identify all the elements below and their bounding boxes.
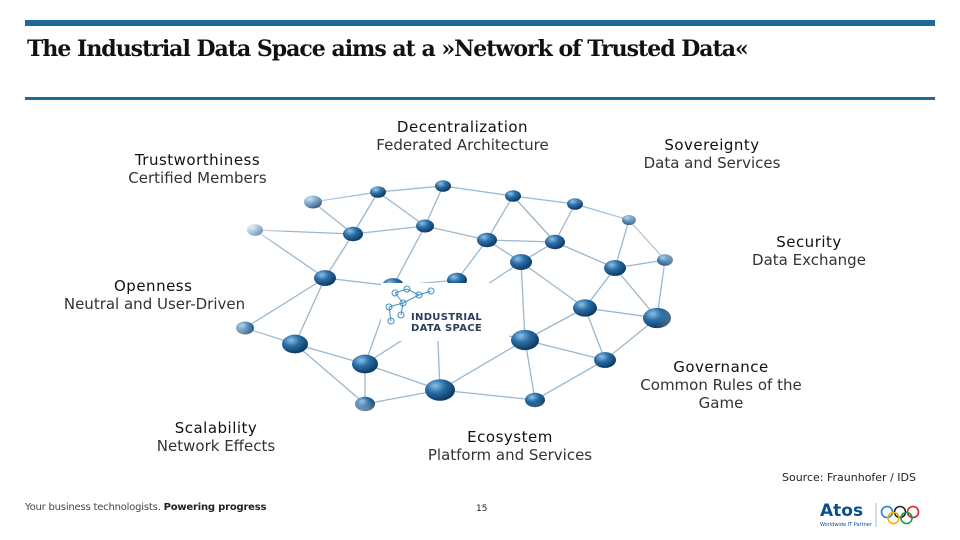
label-trustworthiness: Trustworthiness Certified Members xyxy=(105,151,290,187)
source-note: Source: Fraunhofer / IDS xyxy=(782,471,916,484)
label-sovereignty: Sovereignty Data and Services xyxy=(622,136,802,172)
label-trustworthiness-sub: Certified Members xyxy=(128,169,267,187)
tagline-bold: Powering progress xyxy=(163,502,267,513)
atos-subtitle: Worldwide IT Partner xyxy=(820,522,873,528)
logo-emblem-icon xyxy=(385,285,435,325)
logo-line-1: INDUSTRIAL xyxy=(411,312,483,323)
label-governance-head: Governance xyxy=(673,358,769,376)
logo-wordmark: INDUSTRIAL DATA SPACE xyxy=(411,312,482,334)
logo-line-2: DATA SPACE xyxy=(411,323,483,334)
label-scalability: Scalability Network Effects xyxy=(135,419,297,455)
atos-olympic-logo-icon: Atos Worldwide IT Partner xyxy=(820,501,920,528)
label-ecosystem-sub: Platform and Services xyxy=(427,446,593,464)
tagline-regular: Your business technologists. xyxy=(25,502,161,513)
label-scalability-sub: Network Effects xyxy=(156,437,276,455)
label-openness-head: Openness xyxy=(114,277,193,295)
label-security-head: Security xyxy=(776,233,842,251)
label-scalability-head: Scalability xyxy=(174,419,258,437)
atos-wordmark: Atos xyxy=(820,501,863,521)
label-governance-sub: Common Rules of the Game xyxy=(640,376,802,412)
label-security-sub: Data Exchange xyxy=(752,251,866,269)
label-openness-sub: Neutral and User-Driven xyxy=(63,295,246,313)
label-sovereignty-head: Sovereignty xyxy=(664,136,760,154)
page-number: 15 xyxy=(476,504,488,514)
label-ecosystem-head: Ecosystem xyxy=(467,428,553,446)
label-governance: Governance Common Rules of the Game xyxy=(630,358,812,412)
label-security: Security Data Exchange xyxy=(730,233,888,269)
label-ecosystem: Ecosystem Platform and Services xyxy=(410,428,610,464)
label-decentralization-sub: Federated Architecture xyxy=(376,136,549,154)
label-openness: Openness Neutral and User-Driven xyxy=(42,277,267,313)
industrial-data-space-logo: INDUSTRIAL DATA SPACE xyxy=(381,283,509,341)
label-decentralization-head: Decentralization xyxy=(396,118,529,136)
slide-title: The Industrial Data Space aims at a »Net… xyxy=(27,36,749,62)
footer-tagline: Your business technologists. Powering pr… xyxy=(25,502,266,513)
title-underline-bar xyxy=(25,97,935,100)
top-accent-bar xyxy=(25,20,935,26)
label-sovereignty-sub: Data and Services xyxy=(643,154,781,172)
label-decentralization: Decentralization Federated Architecture xyxy=(360,118,565,154)
label-trustworthiness-head: Trustworthiness xyxy=(134,151,261,169)
